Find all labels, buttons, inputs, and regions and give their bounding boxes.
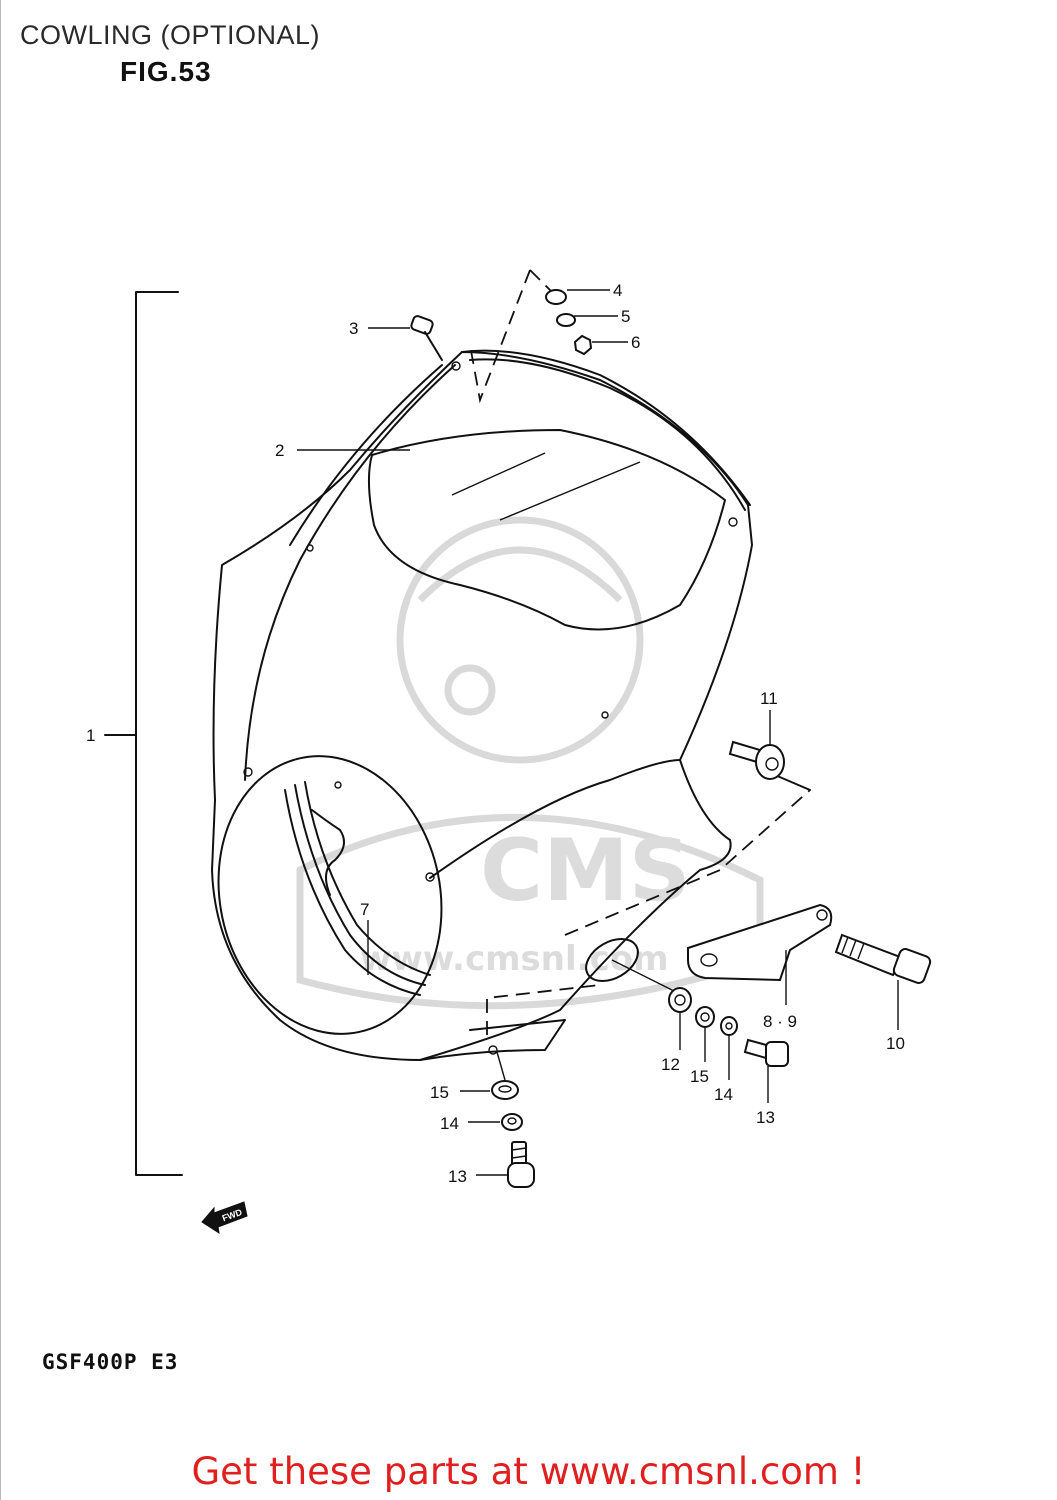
watermark-url: www.cmsnl.com	[360, 939, 669, 979]
cowling-body	[211, 349, 753, 1061]
callout-4: 4	[613, 281, 622, 300]
callout-14-right: 14	[714, 1085, 733, 1104]
screw-part-3-icon	[410, 315, 443, 361]
callout-13-right: 13	[756, 1108, 775, 1127]
callout-1: 1	[86, 726, 95, 745]
page-title: COWLING (OPTIONAL)	[20, 20, 321, 50]
figure-number: FIG.53	[120, 56, 212, 87]
lockwasher-part-14-lower-icon	[501, 1113, 523, 1131]
watermark-badge-icon	[296, 813, 764, 1010]
callout-5: 5	[621, 307, 630, 326]
model-code: GSF400P E3	[42, 1350, 179, 1374]
watermark-mascot-cap-icon	[417, 546, 623, 603]
page-border	[0, 0, 1, 1500]
forward-arrow-icon: FWD	[201, 1201, 248, 1235]
washer-part-12-icon	[668, 987, 692, 1013]
callout-15-lower: 15	[430, 1083, 449, 1102]
callout-3: 3	[349, 319, 358, 338]
watermark-mascot-eye-icon	[444, 664, 496, 716]
cms-watermark: CMS www.cmsnl.com	[296, 516, 764, 1010]
callout-8-9: 8 · 9	[763, 1012, 797, 1031]
bolt-part-13-right-icon	[743, 1038, 789, 1067]
callout-6: 6	[631, 333, 640, 352]
bolt-part-10-icon	[834, 933, 932, 984]
nut-stack-parts-4-6-icon	[545, 289, 593, 356]
assembly-bracket	[104, 291, 183, 1176]
callout-2: 2	[275, 441, 284, 460]
washer-part-15-lower-icon	[491, 1080, 519, 1100]
watermark-brand: CMS	[480, 821, 691, 921]
washer-part-15-right-icon	[695, 1006, 715, 1028]
callout-12: 12	[661, 1055, 680, 1074]
bolt-part-13-lower-icon	[507, 1141, 535, 1188]
callout-11: 11	[760, 689, 778, 708]
lockwasher-part-14-right-icon	[720, 1016, 738, 1036]
callout-leaders	[297, 289, 899, 1176]
callout-10: 10	[886, 1034, 905, 1053]
callout-14-lower: 14	[440, 1114, 459, 1133]
bolt-part-11-icon	[728, 740, 785, 780]
callout-15-right: 15	[690, 1067, 709, 1086]
promo-link[interactable]: Get these parts at www.cmsnl.com !	[191, 1450, 866, 1493]
callout-7: 7	[360, 900, 369, 919]
callout-13-lower: 13	[448, 1167, 467, 1186]
mounting-bracket-part-8-9-icon	[687, 903, 833, 982]
watermark-mascot-icon	[396, 516, 644, 764]
